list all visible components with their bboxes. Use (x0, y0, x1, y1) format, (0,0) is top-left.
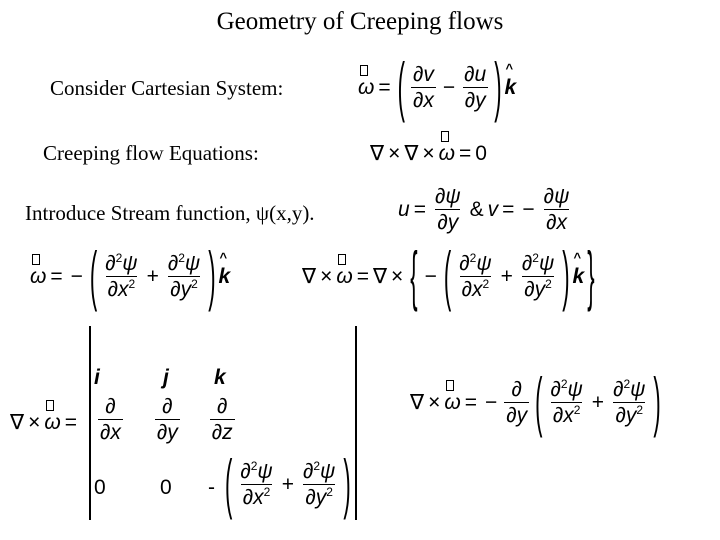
det-i: i (94, 366, 100, 389)
omega-vector: ω (358, 65, 374, 100)
cartesian-label: Consider Cartesian System: (50, 76, 284, 100)
det-zero-1: 0 (94, 476, 106, 499)
creeping-label: Creeping flow Equations: (43, 141, 259, 165)
determinant-left-bar (89, 326, 91, 520)
dv-dx-fraction: ∂v ∂x (410, 63, 436, 113)
du-dy-fraction: ∂u ∂y (462, 63, 488, 113)
omega-psi-equation: ω = − ( ∂2ψ ∂x2 + ∂2ψ ∂y2 ) ^k (30, 237, 231, 313)
det-row3-laplacian: ( ∂2ψ ∂x2 + ∂2ψ ∂y2 ) (225, 445, 351, 521)
determinant-right-bar (355, 326, 357, 520)
stream-function-label: Introduce Stream function, ψ(x,y). (25, 201, 315, 225)
curl-omega-braces-equation: ∇× ω = ∇× { − ( ∂2ψ ∂x2 + ∂2ψ ∂y2 ) ^k } (302, 237, 595, 313)
slide-title: Geometry of Creeping flows (216, 8, 504, 35)
vorticity-definition: ω = ( ∂v ∂x − ∂u ∂y ) ^k (358, 49, 517, 125)
creeping-flow-equation: ∇× ∇× ω =0 (370, 130, 487, 166)
curl-omega-result-equation: ∇× ω = − ∂ ∂y ( ∂2ψ ∂x2 + ∂2ψ ∂y2 ) (410, 363, 661, 439)
det-row-partials: ∂∂x ∂∂y ∂∂z (98, 395, 235, 445)
det-k: k (214, 366, 226, 389)
det-minus: - (208, 476, 215, 499)
det-zero-2: 0 (160, 476, 172, 499)
k-unit-vector: ^k (504, 61, 517, 100)
stream-function-definition: u = ∂ψ ∂y & v = − ∂ψ ∂x (398, 185, 570, 235)
curl-omega-determinant-lhs: ∇× ω = (10, 399, 81, 435)
det-j: j (163, 366, 169, 389)
